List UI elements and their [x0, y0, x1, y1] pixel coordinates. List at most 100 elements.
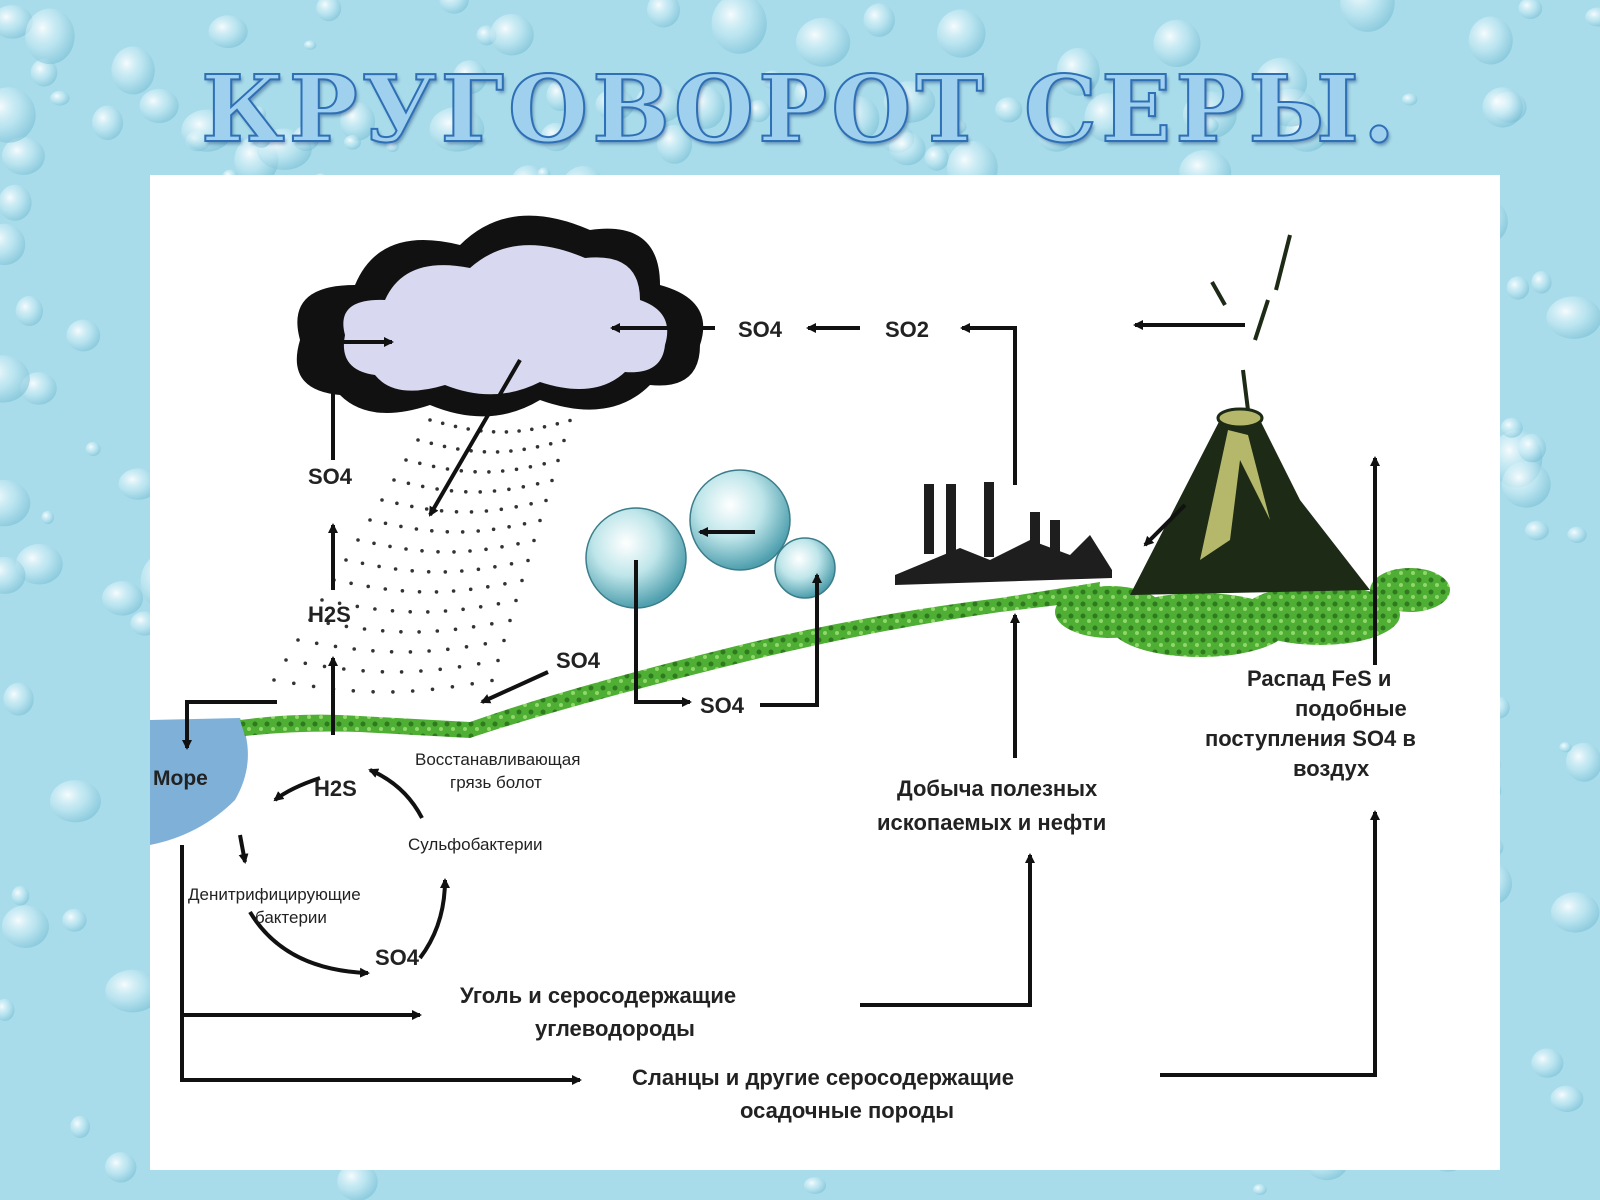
rain-drop: [516, 542, 520, 546]
water-drop: [252, 131, 271, 148]
rain-drop: [404, 547, 408, 551]
rain-drop: [464, 645, 469, 649]
rain-drop: [380, 498, 384, 502]
water-drop: [15, 296, 44, 326]
rain-drop: [484, 509, 489, 513]
water-drop: [595, 88, 635, 121]
water-drop: [139, 88, 179, 123]
rain-drop: [377, 564, 381, 569]
rain-drop: [371, 649, 375, 653]
water-drop: [863, 3, 895, 37]
rain-drop: [522, 522, 527, 526]
rain-drop: [337, 601, 342, 606]
rain-drop: [504, 430, 509, 434]
rain-drop: [393, 567, 398, 571]
rain-drop: [535, 482, 540, 486]
rain-drop: [322, 664, 327, 669]
label-shale-line1: Сланцы и другие серосодержащие: [632, 1065, 1014, 1090]
rain-drop: [420, 549, 424, 553]
rain-drop: [542, 462, 546, 466]
rain-drop: [368, 518, 372, 522]
water-drop: [995, 97, 1023, 123]
rain-drop: [429, 441, 434, 446]
rain-drop: [509, 449, 513, 453]
label-fes-line3: поступления SO4 в: [1205, 726, 1416, 751]
rain-drop: [460, 530, 465, 534]
rain-drop: [392, 478, 396, 482]
water-drop: [0, 998, 15, 1021]
rain-drop: [361, 669, 365, 673]
water-drop: [803, 1177, 827, 1194]
rain-drop: [356, 538, 360, 542]
rain-drop: [509, 562, 514, 566]
label-mining-line2: ископаемых и нефти: [877, 810, 1106, 835]
rain-drop: [380, 670, 385, 674]
water-drop: [936, 9, 986, 58]
rain-drop: [491, 430, 496, 434]
water-drop: [41, 510, 54, 525]
rain-drop: [495, 450, 500, 454]
label-h2s-left: H2S: [308, 602, 351, 627]
label-sulfobacteria: Сульфобактерии: [408, 835, 543, 854]
sea-shape: [150, 718, 248, 845]
rain-drop: [470, 682, 475, 686]
water-bubbles: [585, 469, 836, 609]
rain: [272, 418, 572, 694]
rain-drop: [426, 610, 430, 614]
label-so2-top: SO2: [885, 317, 929, 342]
water-drop: [546, 80, 574, 111]
rain-drop: [311, 684, 316, 689]
rain-drop: [562, 438, 566, 443]
rain-drop: [434, 590, 439, 594]
rain-drop: [520, 578, 524, 583]
rain-drop: [499, 507, 504, 512]
rain-drop: [438, 667, 443, 672]
water-drop: [292, 125, 320, 151]
water-drop: [1037, 117, 1076, 152]
ground-strip: [240, 582, 1100, 738]
rain-drop: [496, 658, 500, 663]
rain-drop: [514, 467, 519, 472]
water-drop: [303, 40, 317, 50]
rain-drop: [431, 464, 436, 469]
rain-drop: [469, 449, 473, 453]
rain-drop: [514, 505, 518, 509]
water-drop: [924, 145, 949, 171]
rain-drop: [548, 442, 553, 446]
rain-drop: [507, 525, 511, 529]
rain-drop: [419, 669, 423, 673]
water-drop: [1253, 1184, 1267, 1195]
water-drop: [1468, 16, 1513, 65]
water-drop: [711, 0, 767, 54]
rain-drop: [568, 418, 572, 423]
water-drop: [386, 141, 399, 152]
rain-drop: [503, 582, 507, 586]
water-drop: [1084, 93, 1132, 143]
sulfur-cycle-diagram: SO4 SO2 SO4 H2S SO4 SO4 Море H2S Восстан…: [150, 215, 1450, 1123]
water-drop: [66, 319, 101, 352]
rain-drop: [538, 518, 542, 523]
rain-drop: [366, 584, 371, 589]
rain-drop: [451, 589, 456, 593]
cloud: [296, 215, 704, 417]
water-drop: [796, 17, 851, 67]
label-so4-low: SO4: [700, 693, 745, 718]
water-drop: [0, 5, 33, 39]
rain-drop: [430, 529, 434, 533]
rain-drop: [459, 469, 464, 473]
water-drop: [1482, 87, 1523, 128]
rain-drop: [478, 490, 483, 494]
rain-drop: [550, 478, 554, 483]
water-drop: [1531, 271, 1552, 294]
volcano: [1130, 234, 1370, 595]
rain-drop: [391, 690, 395, 694]
rain-drop: [360, 561, 365, 566]
water-drop: [686, 85, 725, 129]
water-drop: [1546, 296, 1600, 339]
water-drop: [62, 908, 87, 932]
rain-drop: [390, 609, 395, 613]
label-fes-line4: воздух: [1293, 756, 1370, 781]
rain-drop: [522, 447, 526, 452]
rain-drop: [418, 461, 422, 466]
water-drop: [15, 543, 63, 585]
